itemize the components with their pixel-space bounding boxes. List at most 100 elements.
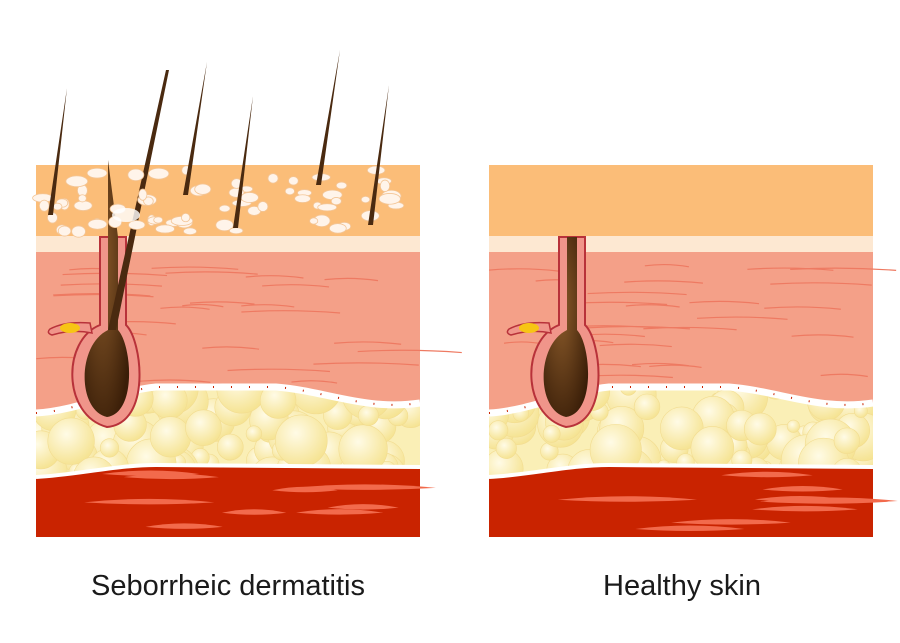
fat-cell: [542, 425, 561, 443]
skin-flake: [57, 225, 72, 237]
skin-flake: [257, 201, 269, 212]
skin-flake: [288, 176, 299, 186]
muscle-fiber: [145, 523, 223, 529]
skin-flake: [183, 227, 198, 236]
dermis-fiber: [820, 373, 868, 378]
muscle-fiber: [762, 485, 843, 492]
skin-flake: [309, 217, 319, 225]
skin-flake: [218, 204, 231, 213]
dermis-fiber: [790, 267, 897, 271]
hair-strand: [183, 62, 207, 195]
basement-membrane: [488, 383, 874, 417]
dermis-fiber: [489, 268, 559, 272]
fat-cell: [786, 419, 800, 433]
dermis-fiber: [324, 277, 379, 282]
dermis-fiber: [770, 282, 872, 286]
skin-flake: [38, 199, 50, 212]
hair-strand: [316, 50, 340, 185]
dermis-fiber: [586, 325, 690, 330]
skin-flake: [194, 183, 212, 195]
dermis-fiber: [625, 304, 680, 308]
skin-flake: [229, 227, 244, 235]
skin-flake: [360, 195, 371, 204]
dermis-fiber: [689, 300, 760, 305]
skin-flake: [294, 194, 311, 203]
fat-cell: [743, 412, 777, 446]
skin-flake: [138, 188, 148, 201]
dermis-fiber: [649, 364, 702, 369]
muscle-fiber: [635, 525, 745, 531]
fat-cell: [185, 409, 222, 447]
dermis-fiber: [624, 280, 704, 284]
dermis-fiber: [241, 310, 341, 314]
skin-flake: [335, 181, 348, 190]
dermis-fiber: [245, 275, 304, 279]
skin-flake: [181, 212, 191, 223]
skin-flake: [127, 168, 145, 182]
dermis-fiber: [357, 349, 462, 354]
dermis-fiber: [313, 362, 419, 366]
healthy-skin-diagram: [488, 165, 898, 537]
skin-flake: [52, 202, 63, 211]
hair-strand: [48, 88, 67, 215]
healthy-skin-label: Healthy skin: [603, 570, 761, 602]
skin-flake: [112, 208, 140, 222]
fat-cell: [357, 404, 379, 426]
skin-flake: [330, 197, 342, 206]
skin-flake: [240, 192, 259, 203]
muscle-fiber: [557, 496, 698, 502]
skin-flake: [77, 194, 87, 203]
seborrheic-dermatitis-label: Seborrheic dermatitis: [91, 570, 365, 602]
muscle-fiber: [721, 471, 813, 478]
dermis-fiber: [262, 284, 330, 288]
muscle-fiber: [752, 505, 858, 512]
skin-flake: [128, 220, 146, 230]
dermis-fiber: [227, 368, 331, 373]
fat-cell: [633, 393, 661, 421]
hair-bulb: [543, 237, 589, 417]
dermis-fiber: [189, 301, 255, 305]
muscle-fiber: [671, 519, 791, 525]
basement-membrane: [35, 383, 421, 417]
skin-flake: [86, 167, 108, 179]
skin-flake: [65, 175, 89, 188]
dermis-fiber: [696, 316, 788, 320]
hair-strand: [368, 85, 389, 225]
muscle-fiber: [296, 509, 383, 515]
stratum-layer: [489, 236, 873, 252]
fat-cell: [149, 416, 192, 458]
dermis-fiber: [202, 346, 260, 350]
muscle-fiber: [221, 509, 287, 515]
skin-flake: [378, 193, 401, 205]
skin-flake: [71, 225, 86, 238]
dermis-fiber: [138, 379, 211, 383]
skin-flake: [143, 196, 154, 206]
dermis-fiber: [587, 291, 687, 296]
muscle-fiber: [84, 498, 215, 505]
fat-cell: [833, 427, 861, 454]
sebum-drop: [60, 323, 80, 333]
skin-flake: [147, 167, 170, 180]
muscle-fiber: [327, 504, 399, 510]
dermis-fiber: [791, 334, 854, 338]
muscle-fiber: [123, 473, 219, 480]
dermis-fiber: [599, 343, 672, 348]
dermis-fiber: [241, 304, 295, 308]
dermis-fiber: [643, 326, 737, 331]
fat-cell: [245, 425, 263, 442]
skin-flake: [215, 219, 234, 232]
stratum-layer: [36, 236, 420, 252]
fat-cell: [619, 387, 638, 396]
dermis-fiber: [165, 271, 258, 275]
hair-bulb: [84, 160, 130, 417]
epidermis-layer: [489, 165, 873, 236]
seborrheic-dermatitis-skin-diagram: [32, 50, 462, 537]
skin-flake: [153, 216, 164, 224]
hair-strand: [233, 96, 253, 228]
dermis-fiber: [764, 306, 841, 310]
dermis-fiber: [747, 267, 834, 271]
fat-cell: [495, 437, 517, 459]
fat-cell: [99, 438, 120, 458]
skin-flake: [328, 223, 347, 234]
dermis-fiber: [151, 266, 239, 270]
